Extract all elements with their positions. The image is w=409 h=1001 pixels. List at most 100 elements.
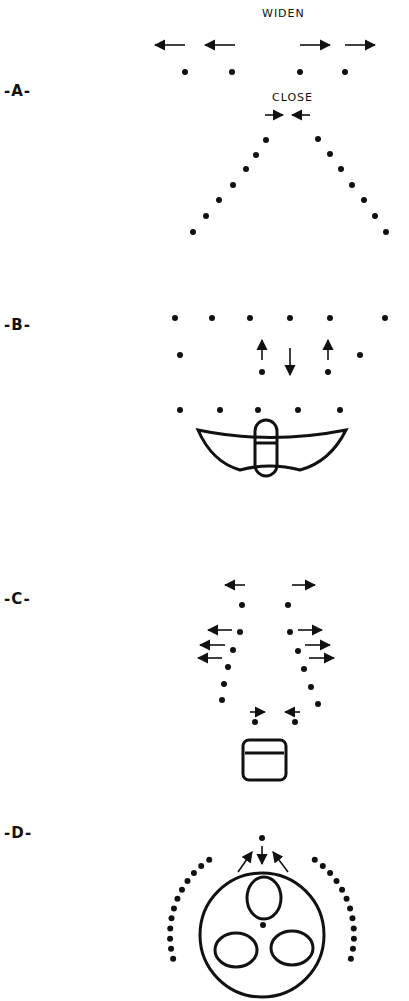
move-arrow xyxy=(305,644,330,646)
move-arrow xyxy=(198,657,222,659)
marcher-dot xyxy=(339,887,345,893)
move-arrow xyxy=(261,340,263,360)
marcher-dot xyxy=(351,936,357,942)
move-arrow xyxy=(345,44,375,46)
marcher-dot xyxy=(372,213,378,219)
marcher-dot xyxy=(338,166,344,172)
marcher-dot xyxy=(315,701,321,707)
marcher-dot xyxy=(167,925,173,931)
marcher-dot xyxy=(230,647,236,653)
move-arrow xyxy=(205,44,235,46)
marcher-dot xyxy=(315,136,321,142)
marcher-dot xyxy=(350,946,356,952)
marcher-dot xyxy=(237,629,243,635)
move-arrow xyxy=(327,340,329,360)
marcher-dot xyxy=(209,315,215,321)
marcher-dot xyxy=(171,905,177,911)
marcher-dot xyxy=(179,887,185,893)
oval-figure xyxy=(215,933,257,967)
marcher-dot xyxy=(203,213,209,219)
marcher-dot xyxy=(177,407,183,413)
marcher-dot xyxy=(285,602,291,608)
marcher-dot xyxy=(169,915,175,921)
move-arrow xyxy=(292,114,310,116)
marcher-dot xyxy=(259,835,265,841)
cue-label: WIDEN xyxy=(262,8,305,19)
marcher-dot xyxy=(190,229,196,235)
oval-figure xyxy=(247,877,281,919)
move-arrow xyxy=(200,644,225,646)
section-label: -B- xyxy=(4,318,31,333)
marcher-dot xyxy=(287,315,293,321)
section-label: -C- xyxy=(4,592,31,607)
marcher-dot xyxy=(349,915,355,921)
marcher-dot xyxy=(349,182,355,188)
move-arrow xyxy=(250,711,265,713)
move-arrow xyxy=(298,629,322,631)
section-label: -A- xyxy=(4,84,31,99)
marcher-dot xyxy=(255,407,261,413)
marcher-dot xyxy=(320,863,326,869)
drum-figure xyxy=(243,740,286,780)
marcher-dot xyxy=(292,719,298,725)
marcher-dot xyxy=(259,369,265,375)
marcher-dot xyxy=(327,315,333,321)
move-arrow xyxy=(265,114,283,116)
marcher-dot xyxy=(301,666,307,672)
wing-figure xyxy=(198,430,346,470)
marcher-dot xyxy=(243,166,249,172)
marcher-dot xyxy=(216,197,222,203)
marcher-dot xyxy=(295,648,301,654)
move-arrow xyxy=(261,846,263,864)
marcher-dot xyxy=(182,69,188,75)
marcher-dot xyxy=(229,69,235,75)
marcher-dot xyxy=(260,922,266,928)
marcher-dot xyxy=(337,407,343,413)
marcher-dot xyxy=(263,137,269,143)
marcher-dot xyxy=(253,152,259,158)
move-arrow xyxy=(155,44,185,46)
section-label: -D- xyxy=(4,826,32,841)
marcher-dot xyxy=(239,602,245,608)
marcher-dot xyxy=(172,315,178,321)
marcher-dot xyxy=(327,151,333,157)
drum-rim xyxy=(245,752,284,755)
marcher-dot xyxy=(170,956,176,962)
marcher-dot xyxy=(221,681,227,687)
move-arrow xyxy=(285,711,300,713)
marcher-dot xyxy=(348,956,354,962)
move-arrow xyxy=(292,584,315,586)
marcher-dot xyxy=(325,369,331,375)
marcher-dot xyxy=(252,719,258,725)
marcher-dot xyxy=(383,229,389,235)
move-arrow xyxy=(309,657,334,659)
marcher-dot xyxy=(308,684,314,690)
body-figure xyxy=(255,420,277,476)
marcher-dot xyxy=(312,857,318,863)
move-arrow xyxy=(273,852,288,872)
marcher-dot xyxy=(177,352,183,358)
marcher-dot xyxy=(167,936,173,942)
cue-label: CLOSE xyxy=(272,92,313,103)
move-arrow xyxy=(300,44,330,46)
move-arrow xyxy=(238,852,252,872)
marcher-dot xyxy=(382,315,388,321)
marcher-dot xyxy=(198,863,204,869)
move-arrow xyxy=(208,629,232,631)
marcher-dot xyxy=(230,182,236,188)
marcher-dot xyxy=(184,878,190,884)
marcher-dot xyxy=(344,896,350,902)
circle-figure xyxy=(200,873,324,997)
move-arrow xyxy=(289,348,291,375)
marcher-dot xyxy=(247,315,253,321)
marcher-dot xyxy=(217,407,223,413)
marcher-dot xyxy=(287,629,293,635)
marcher-dot xyxy=(295,407,301,413)
marcher-dot xyxy=(219,697,225,703)
marcher-dot xyxy=(297,69,303,75)
marcher-dot xyxy=(327,870,333,876)
marcher-dot xyxy=(206,857,212,863)
marcher-dot xyxy=(334,878,340,884)
marcher-dot xyxy=(351,925,357,931)
